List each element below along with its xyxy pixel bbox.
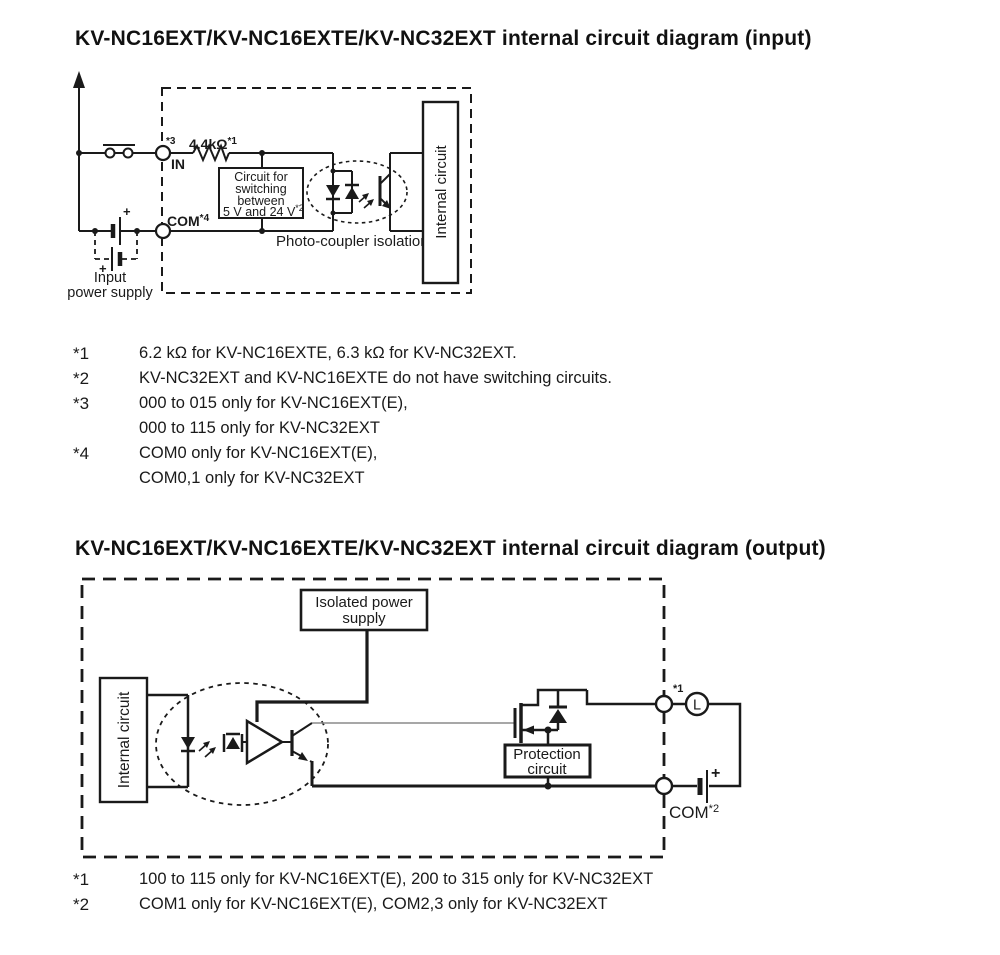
note-row: *3 000 to 015 only for KV-NC16EXT(E), 00… xyxy=(73,391,612,441)
output-circuit-diagram: Isolated power supply Internal circuit xyxy=(80,577,742,859)
transistor-icon xyxy=(282,722,314,786)
junction-dots xyxy=(544,726,552,790)
note-marker: *4 xyxy=(73,444,90,463)
arrow-up-icon xyxy=(73,71,85,231)
output-footnote-marker: *1 xyxy=(673,683,683,695)
note-marker: *2 xyxy=(73,895,90,914)
in-terminal xyxy=(154,144,172,162)
photocoupler-ellipse xyxy=(155,682,329,806)
input-diagram-notes: *1 6.2 kΩ for KV-NC16EXTE, 6.3 kΩ for KV… xyxy=(73,341,612,491)
note-text: KV-NC32EXT and KV-NC16EXTE do not have s… xyxy=(139,369,612,387)
note-marker: *1 xyxy=(73,870,90,889)
internal-circuit-box xyxy=(421,100,460,285)
svg-text:Protection: Protection xyxy=(513,746,581,763)
photocoupler-label: Photo-coupler isolation xyxy=(276,233,429,250)
led-icon xyxy=(181,737,195,753)
led-pair-icon xyxy=(326,153,359,231)
output-diagram-title: KV-NC16EXT/KV-NC16EXTE/KV-NC32EXT intern… xyxy=(75,537,826,560)
load-icon xyxy=(684,691,710,717)
battery-alt-plus-label: + xyxy=(99,261,107,276)
light-emission-arrows xyxy=(358,193,374,209)
svg-text:power supply: power supply xyxy=(67,285,153,301)
photocoupler-ellipse xyxy=(306,160,408,224)
com-terminal xyxy=(654,776,674,796)
input-circuit-diagram: 4.4kΩ*1 *3 + + xyxy=(67,71,472,301)
isolated-power-supply-label: Isolated power supply xyxy=(315,594,413,627)
note-row: *4 COM0 only for KV-NC16EXT(E), COM0,1 o… xyxy=(73,441,612,491)
note-marker: *2 xyxy=(73,369,90,388)
photodiode-icon xyxy=(222,732,247,752)
svg-text:between: between xyxy=(237,194,284,208)
isolated-power-supply-box xyxy=(299,588,429,632)
internal-circuit-box xyxy=(98,676,149,804)
note-marker: *1 xyxy=(73,344,90,363)
supply-feed-wire xyxy=(255,630,369,722)
input-module-boundary xyxy=(161,87,472,294)
com-terminal-label: COM*4 xyxy=(167,213,210,229)
switching-circuit-label: Circuit for switching between 5 V and 24… xyxy=(223,170,304,219)
switching-circuit-box xyxy=(218,167,304,219)
note-text: 000 to 015 only for KV-NC16EXT(E), xyxy=(139,394,408,412)
battery-icon xyxy=(697,770,708,803)
resistor-label: 4.4kΩ*1 xyxy=(189,136,237,152)
note-text: COM0,1 only for KV-NC32EXT xyxy=(139,469,365,487)
battery-plus-label: + xyxy=(123,204,131,219)
battery-plus-label: + xyxy=(711,765,720,782)
note-marker: *3 xyxy=(73,394,90,413)
battery-alt-icon xyxy=(94,231,138,271)
com-terminal xyxy=(154,222,172,240)
load-loop-wires xyxy=(672,702,742,788)
internal-circuit-label: Internal circuit xyxy=(116,691,133,788)
note-row: *1 6.2 kΩ for KV-NC16EXTE, 6.3 kΩ for KV… xyxy=(73,341,612,366)
light-emission-arrows xyxy=(198,741,216,758)
in-footnote-marker: *3 xyxy=(166,136,176,147)
note-row: *2 KV-NC32EXT and KV-NC16EXTE do not hav… xyxy=(73,366,612,391)
input-power-supply-label: Input power supply xyxy=(67,270,153,301)
note-text: COM0 only for KV-NC16EXT(E), xyxy=(139,444,378,462)
output-terminal xyxy=(654,694,674,714)
load-label: L xyxy=(693,698,701,714)
resistor-icon xyxy=(192,143,230,163)
switch-contact-icon xyxy=(103,144,135,159)
svg-text:Isolated power: Isolated power xyxy=(315,594,413,611)
note-text: COM1 only for KV-NC16EXT(E), COM2,3 only… xyxy=(139,895,608,913)
input-diagram-title: KV-NC16EXT/KV-NC16EXTE/KV-NC32EXT intern… xyxy=(75,27,812,50)
in-terminal-label: IN xyxy=(171,156,185,172)
note-text: 000 to 115 only for KV-NC32EXT xyxy=(139,419,380,437)
protection-circuit-label: Protection circuit xyxy=(513,746,581,778)
phototransistor-icon xyxy=(378,152,423,232)
svg-text:circuit: circuit xyxy=(527,761,567,778)
output-diagram-notes: *1 100 to 115 only for KV-NC16EXT(E), 20… xyxy=(73,867,653,917)
protection-circuit-box xyxy=(503,743,592,779)
svg-text:supply: supply xyxy=(342,610,386,627)
note-row: *1 100 to 115 only for KV-NC16EXT(E), 20… xyxy=(73,867,653,892)
amplifier-icon xyxy=(245,718,285,766)
output-module-boundary xyxy=(80,577,666,859)
note-text: 100 to 115 only for KV-NC16EXT(E), 200 t… xyxy=(139,870,654,888)
svg-text:5 V and 24 V*2: 5 V and 24 V*2 xyxy=(223,203,304,219)
internal-circuit-label: Internal circuit xyxy=(433,144,450,238)
svg-text:Circuit for: Circuit for xyxy=(234,170,287,184)
battery-icon xyxy=(110,217,121,245)
body-diode-icon xyxy=(549,690,567,730)
note-text: 6.2 kΩ for KV-NC16EXTE, 6.3 kΩ for KV-NC… xyxy=(139,344,517,362)
note-row: *2 COM1 only for KV-NC16EXT(E), COM2,3 o… xyxy=(73,892,653,917)
svg-text:Input: Input xyxy=(94,270,126,286)
mosfet-icon xyxy=(513,688,656,743)
com-terminal-label: COM*2 xyxy=(669,803,719,822)
svg-text:switching: switching xyxy=(235,182,286,196)
